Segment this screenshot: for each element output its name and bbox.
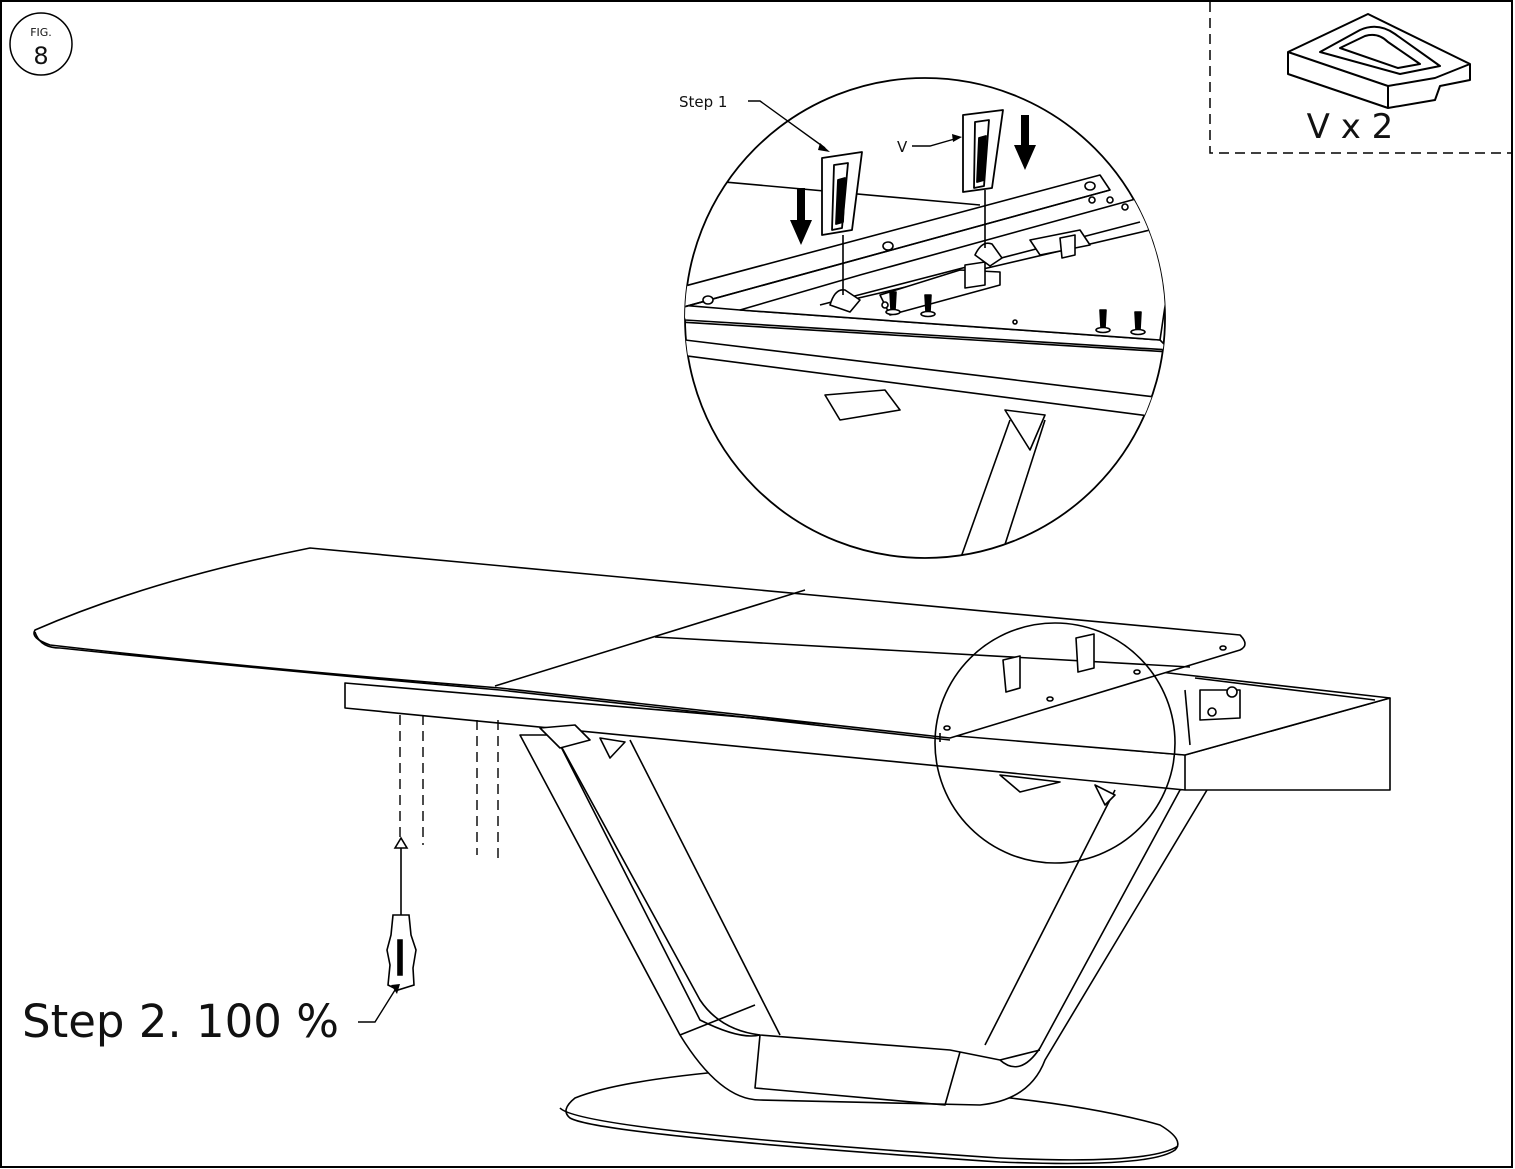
arrow-down-icon <box>790 188 812 245</box>
arrow-down-icon <box>1014 115 1036 170</box>
step1-label: Step 1 <box>679 93 727 111</box>
parts-label: V x 2 <box>1307 107 1394 147</box>
figure-badge: FIG. 8 <box>9 12 73 76</box>
table-top <box>33 547 1246 739</box>
zoom-detail: Step 1 V <box>679 77 1166 559</box>
wedge-part-icon <box>1287 13 1471 109</box>
wedge-part-v <box>821 109 1004 236</box>
detail-circle-small <box>934 622 1176 864</box>
step2-callout: Step 2. 100 % <box>22 984 400 1048</box>
screw-guides <box>399 715 499 858</box>
figure-prefix: FIG. <box>30 26 52 39</box>
figure-number: 8 <box>33 42 48 70</box>
parts-box: V x 2 <box>1209 2 1513 154</box>
table-drawing <box>33 547 1391 1165</box>
screwdriver-icon <box>386 836 417 991</box>
part-v-label: V <box>897 138 908 156</box>
v-leg <box>519 734 1211 1106</box>
step2-label: Step 2. 100 % <box>22 995 339 1048</box>
